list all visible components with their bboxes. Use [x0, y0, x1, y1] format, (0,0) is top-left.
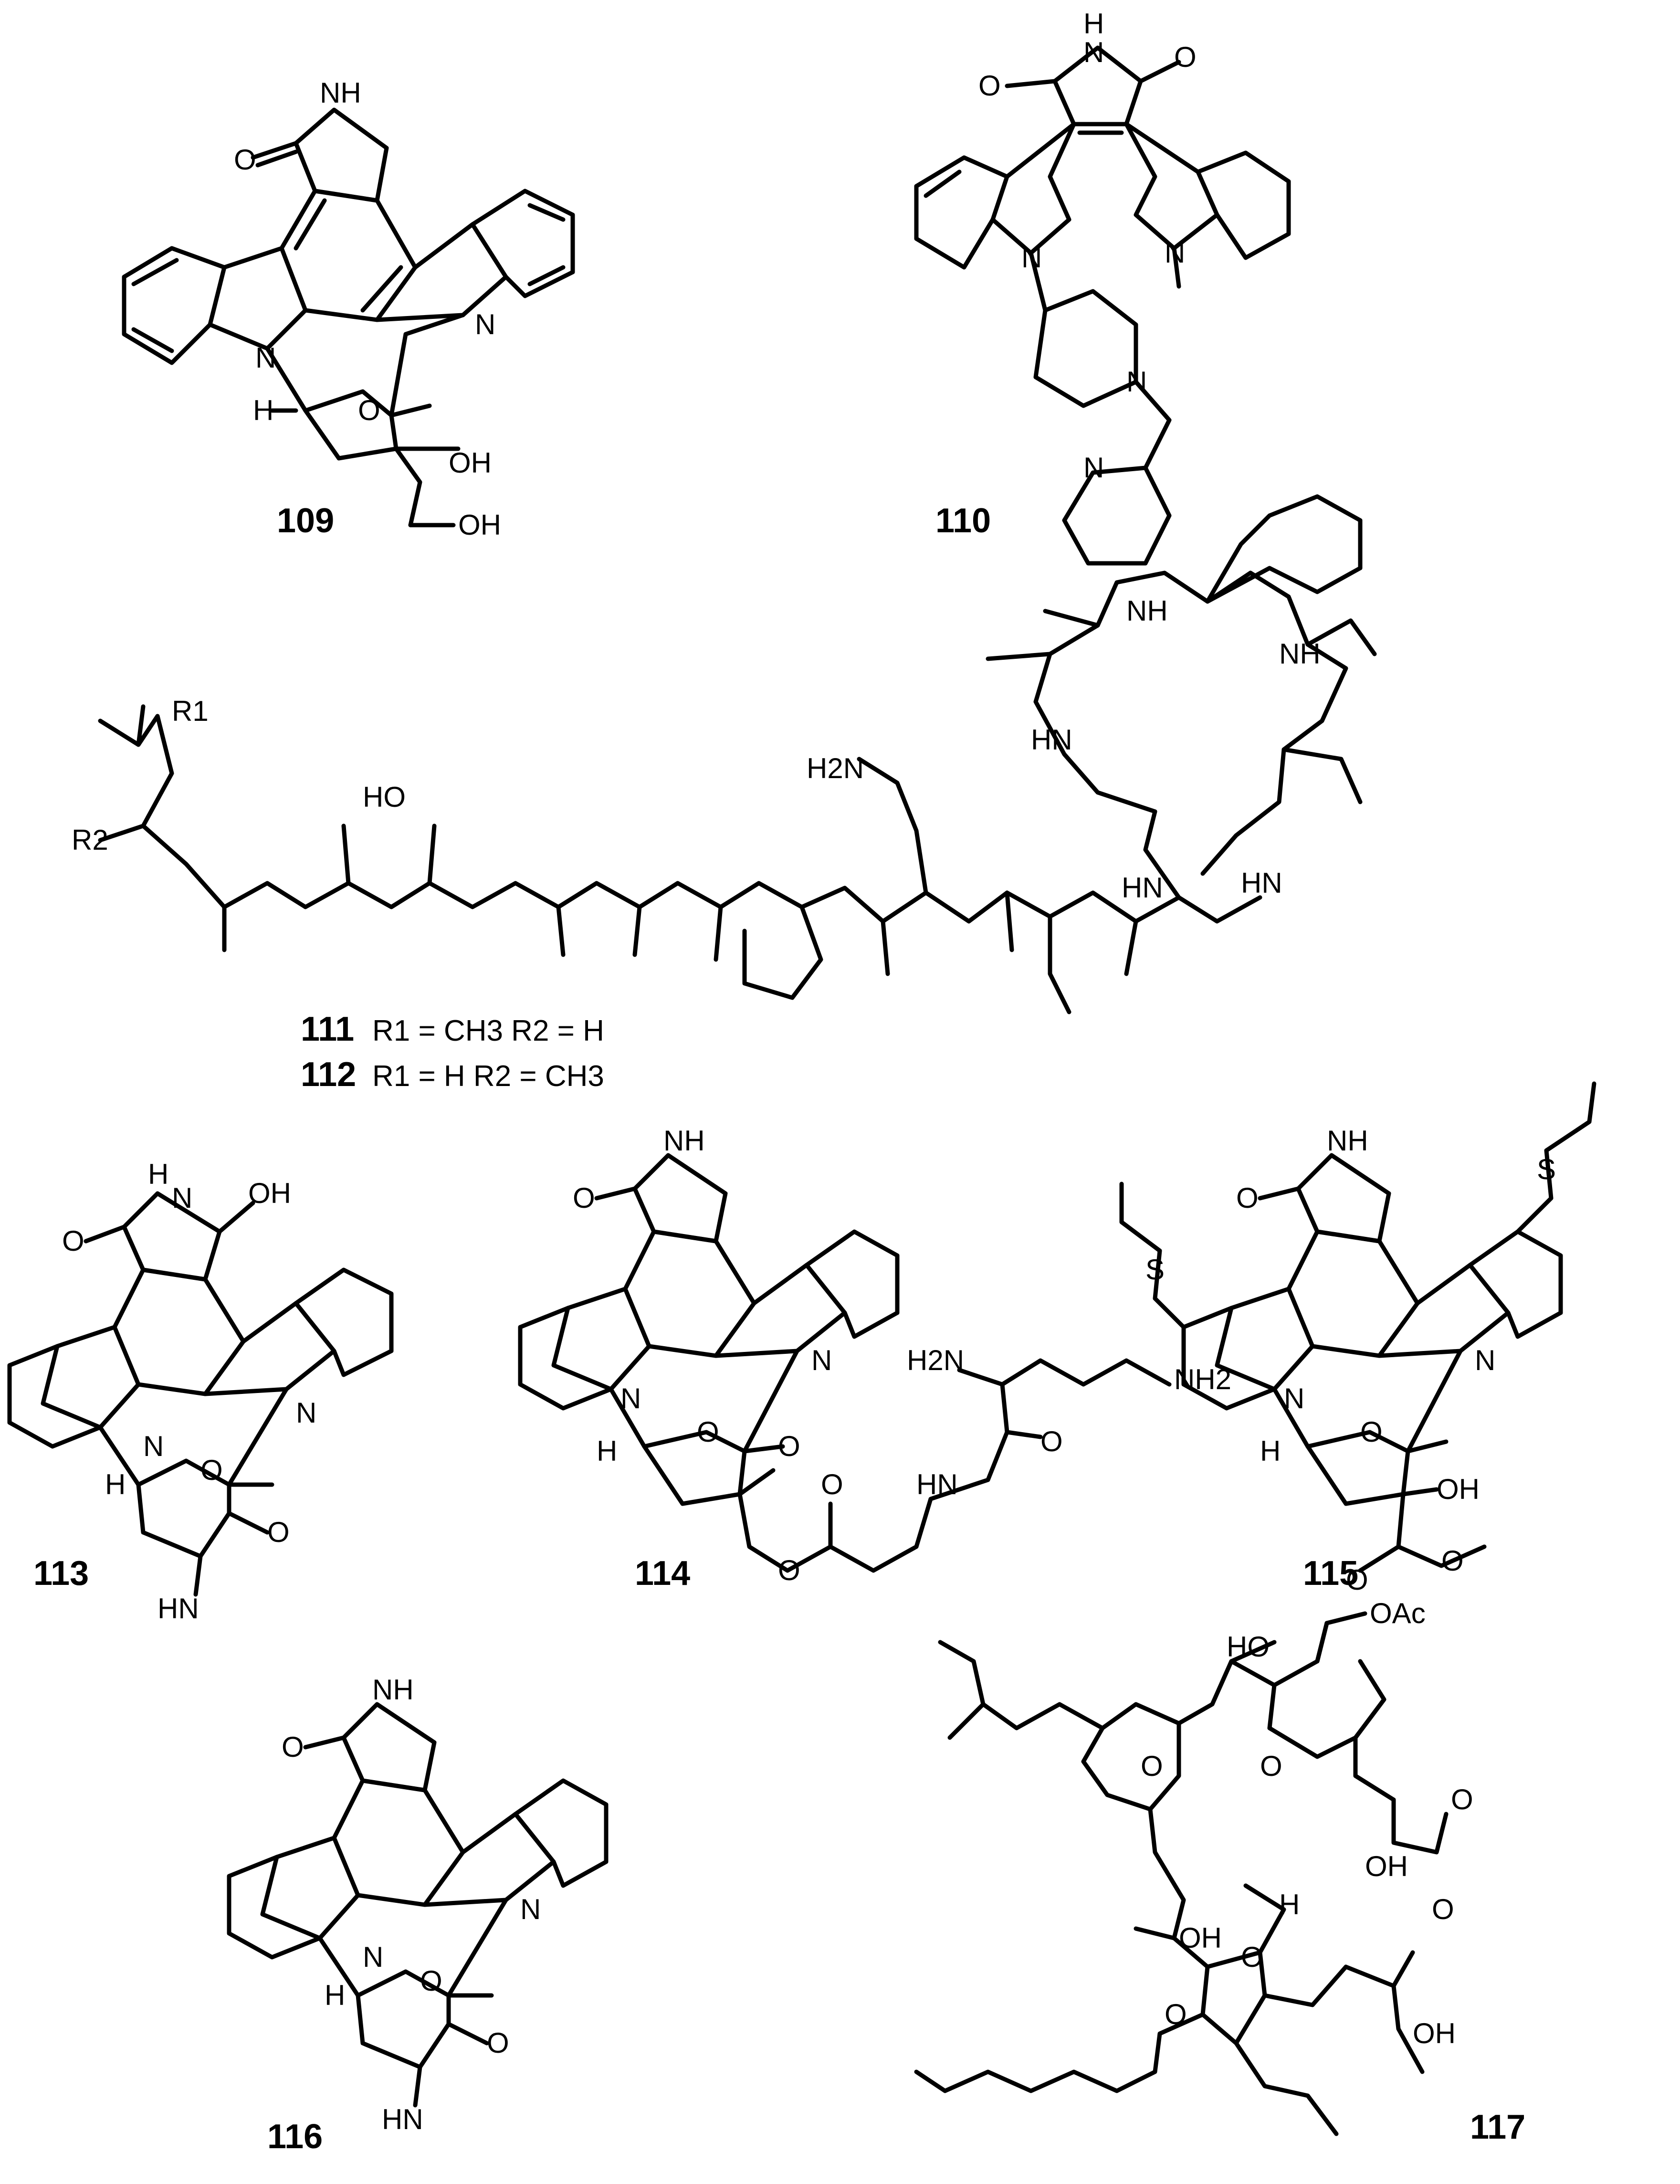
label-n: N [1165, 237, 1185, 269]
label-o: O [200, 1454, 223, 1486]
label-n: N [1083, 36, 1104, 68]
label-n: N [1475, 1344, 1495, 1376]
label-h: H [1083, 8, 1104, 40]
structure-110: H N O O N N N N 110 [914, 8, 1291, 566]
label-o: O [282, 1731, 304, 1763]
label-h: H [325, 1979, 345, 2011]
compound-id-111: 111 [301, 1010, 354, 1048]
label-oh: OH [1437, 1473, 1480, 1505]
structure-117: HO OAc O O OH O O OH O H OH O 117 [914, 1597, 1525, 2146]
compound-id-110: 110 [935, 502, 991, 540]
label-o: O [1040, 1425, 1063, 1457]
label-o: O [1441, 1545, 1464, 1577]
label-oh: OH [1365, 1850, 1408, 1882]
compound-id-116: 116 [267, 2118, 323, 2156]
label-n: N [1126, 366, 1147, 398]
label-o: O [1241, 1941, 1263, 1973]
label-n: N [520, 1893, 541, 1925]
label-h2n: H2N [807, 752, 864, 784]
label-h: H [1279, 1889, 1300, 1920]
compound-id-115: 115 [1303, 1554, 1358, 1593]
label-h: H [105, 1468, 126, 1500]
label-nh: NH [1279, 638, 1321, 670]
label-nh: NH [1327, 1125, 1368, 1157]
label-o: O [358, 394, 380, 426]
structure-109: NH O N N O H OH OH 109 [122, 77, 575, 541]
label-hn: HN [916, 1468, 958, 1500]
label-n: N [363, 1941, 383, 1973]
label-hn: HN [1122, 872, 1163, 904]
compound-id-112: 112 [301, 1055, 356, 1094]
label-nh: NH [320, 77, 361, 109]
label-o: O [697, 1416, 719, 1448]
label-n: N [1083, 452, 1104, 484]
substituents-112: R1 = H R2 = CH3 [372, 1060, 604, 1093]
label-o: O [267, 1516, 290, 1548]
label-n: N [255, 342, 276, 374]
label-o: O [573, 1182, 595, 1214]
compound-id-117: 117 [1470, 2108, 1525, 2146]
label-n: N [172, 1182, 192, 1214]
label-nh: NH [372, 1674, 414, 1706]
label-ho: HO [363, 781, 406, 813]
label-oh: OH [449, 447, 492, 479]
label-o: O [1432, 1893, 1454, 1925]
label-hn: HN [158, 1593, 199, 1625]
label-oh: OH [1413, 2017, 1456, 2049]
structure-113: H N OH O N N O H O HN 113 [7, 1158, 394, 1625]
structure-114: NH O N N O H O O O HN O H2N NH2 114 [518, 1125, 1231, 1593]
label-o: O [978, 70, 1001, 102]
label-n: N [1021, 242, 1042, 274]
label-oh: OH [458, 509, 501, 541]
label-o: O [62, 1225, 84, 1257]
label-o: O [1174, 41, 1197, 73]
label-o: O [234, 144, 256, 176]
label-o: O [778, 1554, 800, 1586]
label-h: H [1260, 1435, 1281, 1467]
label-h2n: H2N [907, 1344, 964, 1376]
label-r1: R1 [172, 695, 209, 727]
structure-111-112: R1 R2 HO H2N HN HN NH HN NH 111 R1 = CH3… [72, 494, 1377, 1094]
label-hn: HN [1241, 867, 1282, 899]
label-o: O [1451, 1783, 1473, 1815]
label-nh: NH [1126, 595, 1168, 627]
label-o: O [420, 1965, 442, 1997]
label-n: N [296, 1397, 316, 1429]
label-hn: HN [1031, 724, 1072, 756]
compound-id-113: 113 [33, 1554, 89, 1593]
label-o: O [1360, 1416, 1383, 1448]
label-h: H [253, 394, 273, 426]
label-hn: HN [382, 2103, 423, 2135]
label-o: O [1236, 1182, 1259, 1214]
substituents-111: R1 = CH3 R2 = H [372, 1014, 604, 1047]
label-o: O [1260, 1750, 1282, 1782]
label-ho: HO [1227, 1631, 1270, 1663]
label-nh: NH [663, 1125, 705, 1157]
label-h: H [148, 1158, 168, 1190]
label-n: N [620, 1382, 641, 1414]
label-o: O [1141, 1750, 1163, 1782]
label-oac: OAc [1370, 1597, 1426, 1629]
label-n: N [475, 308, 495, 340]
label-o: O [487, 2027, 509, 2059]
substituent-legend: 111 R1 = CH3 R2 = H 112 R1 = H R2 = CH3 [301, 1010, 604, 1094]
label-h: H [597, 1435, 617, 1467]
label-oh: OH [248, 1177, 291, 1209]
structure-115: NH O S S N N O H OH O O 115 [1119, 1081, 1596, 1596]
label-n: N [143, 1430, 164, 1462]
label-n: N [811, 1344, 832, 1376]
label-r2: R2 [72, 824, 108, 856]
label-n: N [1284, 1382, 1304, 1414]
label-o: O [778, 1430, 800, 1462]
label-s: S [1537, 1153, 1556, 1185]
label-o: O [1346, 1564, 1368, 1596]
structure-116: NH O N N O H O HN 116 [227, 1674, 609, 2156]
compound-id-109: 109 [277, 502, 334, 540]
compound-id-114: 114 [635, 1554, 690, 1593]
label-o: O [1165, 1998, 1187, 2030]
label-oh: OH [1179, 1922, 1222, 1954]
label-s: S [1145, 1254, 1165, 1286]
label-o: O [821, 1468, 843, 1500]
